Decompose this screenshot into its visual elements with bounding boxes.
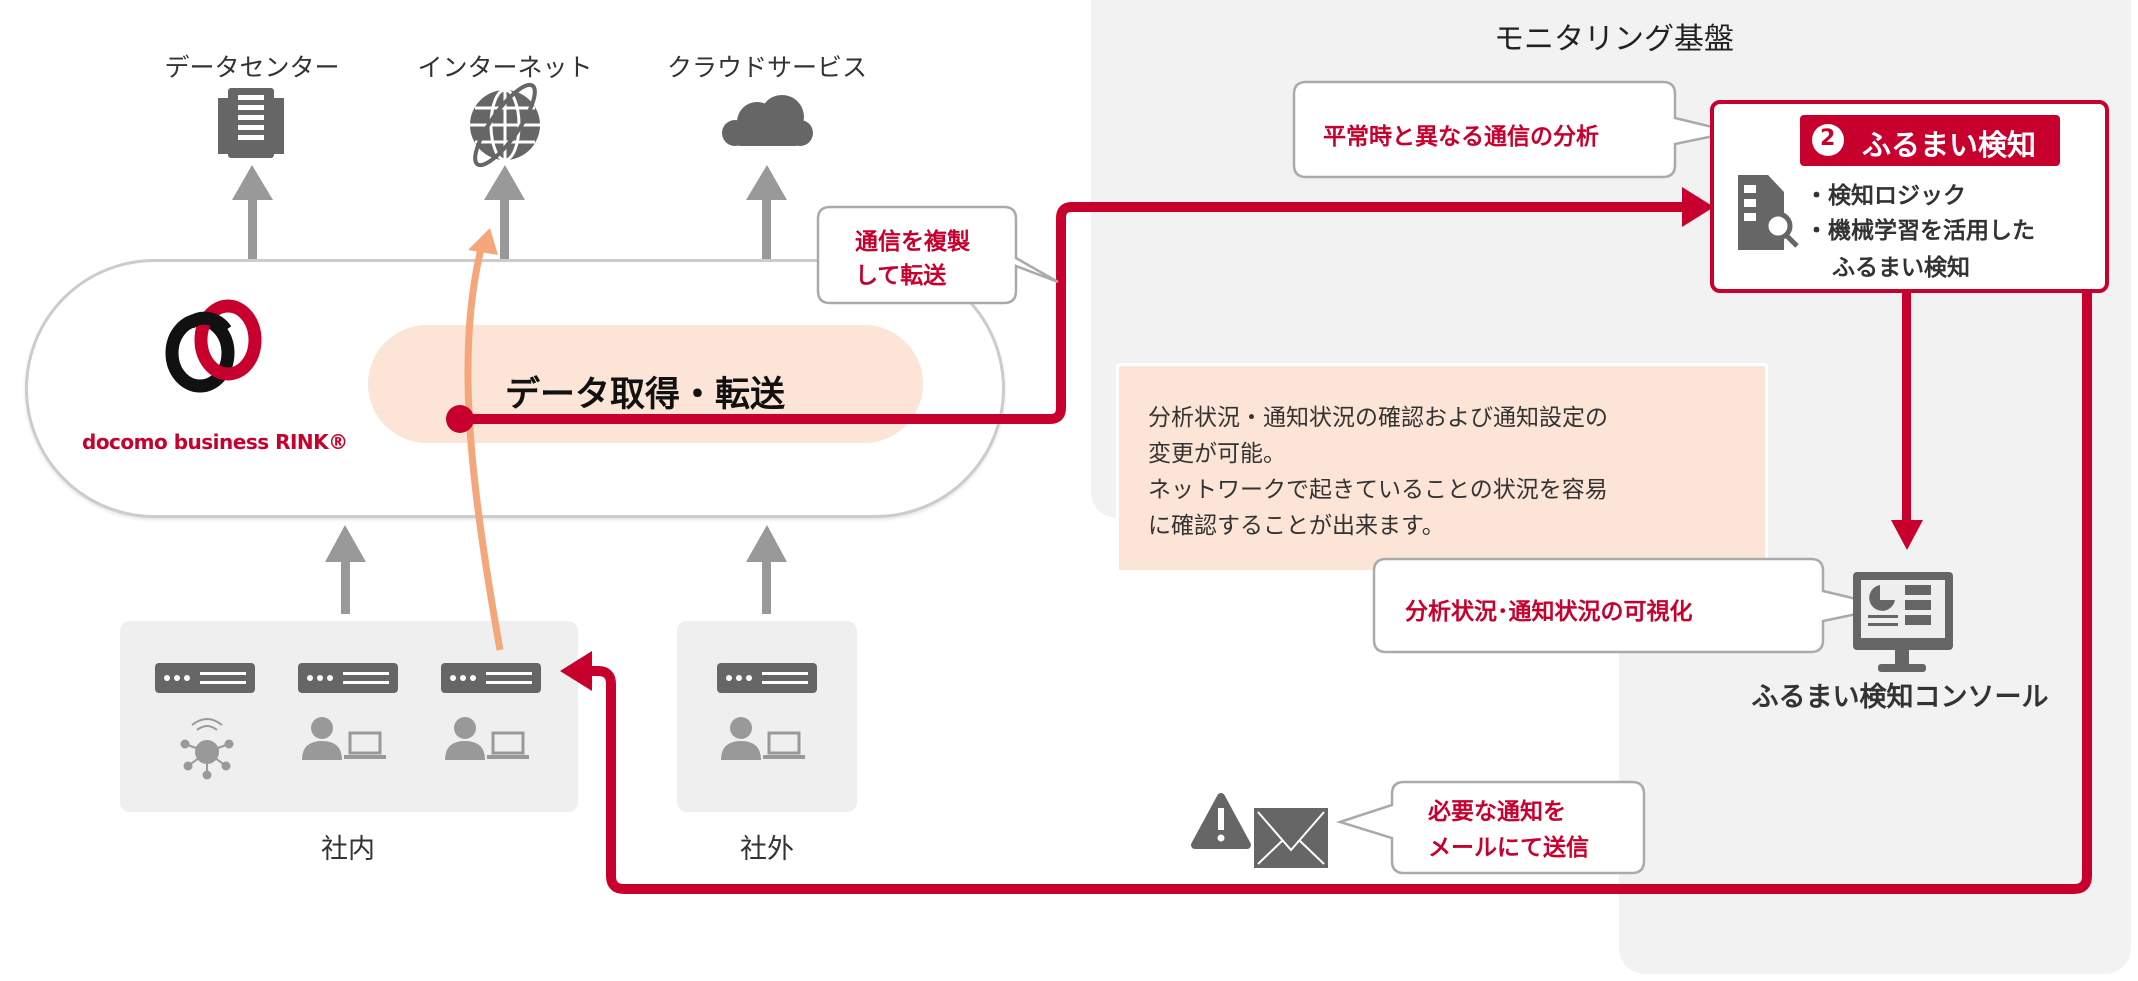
description-line-3: ネットワークで起きていることの状況を容易 xyxy=(1148,477,1608,503)
monitor-icon xyxy=(1853,572,1953,672)
detection-badge xyxy=(1800,115,2060,166)
arrow-up-cloud xyxy=(746,165,787,259)
internal-box xyxy=(120,621,578,812)
mail-bubble-line2: メールにて送信 xyxy=(1428,835,1589,861)
cloud-icon xyxy=(722,95,813,146)
label-external: 社外 xyxy=(740,834,794,865)
bubble-mail xyxy=(1335,780,1646,875)
arrow-up-datacenter xyxy=(232,165,273,259)
analysis-bubble-text: 平常時と異なる通信の分析 xyxy=(1323,124,1599,150)
speech-bubbles xyxy=(816,80,1891,875)
label-datacenter: データセンター xyxy=(164,53,340,82)
mirror-flow-line xyxy=(460,187,1714,424)
monitoring-title: モニタリング基盤 xyxy=(1494,22,1734,57)
badge-number: 2 xyxy=(1820,126,1836,151)
rink-logo xyxy=(165,299,262,393)
server-icon xyxy=(298,663,398,693)
function-label: データ取得・転送 xyxy=(505,375,786,415)
description-line-1: 分析状況・通知状況の確認および通知設定の xyxy=(1148,405,1608,431)
detection-bullet-3: ふるまい検知 xyxy=(1832,255,1970,281)
server-icons xyxy=(155,663,817,693)
bubble-visualize xyxy=(1372,557,1891,654)
copy-bubble-line2: して転送 xyxy=(855,263,947,289)
building-icon xyxy=(218,88,284,158)
globe-icon xyxy=(470,82,540,168)
bubble-analysis xyxy=(1292,80,1734,179)
server-icon xyxy=(155,663,255,693)
console-label: ふるまい検知コンソール xyxy=(1751,682,2049,713)
server-icon xyxy=(717,663,817,693)
detection-bullet-2: ・機械学習を活用した xyxy=(1805,218,2035,244)
mail-bubble-line1: 必要な通知を xyxy=(1428,799,1566,825)
label-cloud: クラウドサービス xyxy=(666,53,868,82)
external-box xyxy=(677,621,857,812)
user-laptop-icon xyxy=(302,717,386,760)
label-internal: 社内 xyxy=(321,834,375,865)
brand-name: docomo business RINK® xyxy=(82,430,348,454)
visualize-bubble-text: 分析状況･通知状況の可視化 xyxy=(1405,599,1693,625)
arrow-up-external xyxy=(746,525,787,614)
bubble-copy xyxy=(816,205,1059,305)
copy-bubble-line1: 通信を複製 xyxy=(855,229,970,255)
iot-icon xyxy=(180,718,234,780)
badge-number-circle xyxy=(1812,124,1844,156)
mail-icon xyxy=(1254,808,1328,868)
label-internet: インターネット xyxy=(417,53,593,82)
traffic-curve-arrow xyxy=(464,228,504,651)
arrow-up-internal xyxy=(325,525,366,614)
capture-point-dot xyxy=(446,405,474,433)
notification-return-line xyxy=(560,291,2092,894)
description-line-2: 変更が可能。 xyxy=(1148,441,1286,467)
arrow-up-internet xyxy=(484,165,525,259)
badge-label: ふるまい検知 xyxy=(1862,128,2037,162)
document-search-icon xyxy=(1738,175,1799,250)
user-laptop-icon xyxy=(721,717,805,760)
upstream-arrows xyxy=(232,165,787,614)
user-laptop-icon xyxy=(445,717,529,760)
warning-icon xyxy=(1191,793,1251,849)
server-icon xyxy=(441,663,541,693)
description-line-4: に確認することが出来ます。 xyxy=(1148,513,1445,539)
detection-bullet-1: ・検知ロジック xyxy=(1805,183,1966,209)
